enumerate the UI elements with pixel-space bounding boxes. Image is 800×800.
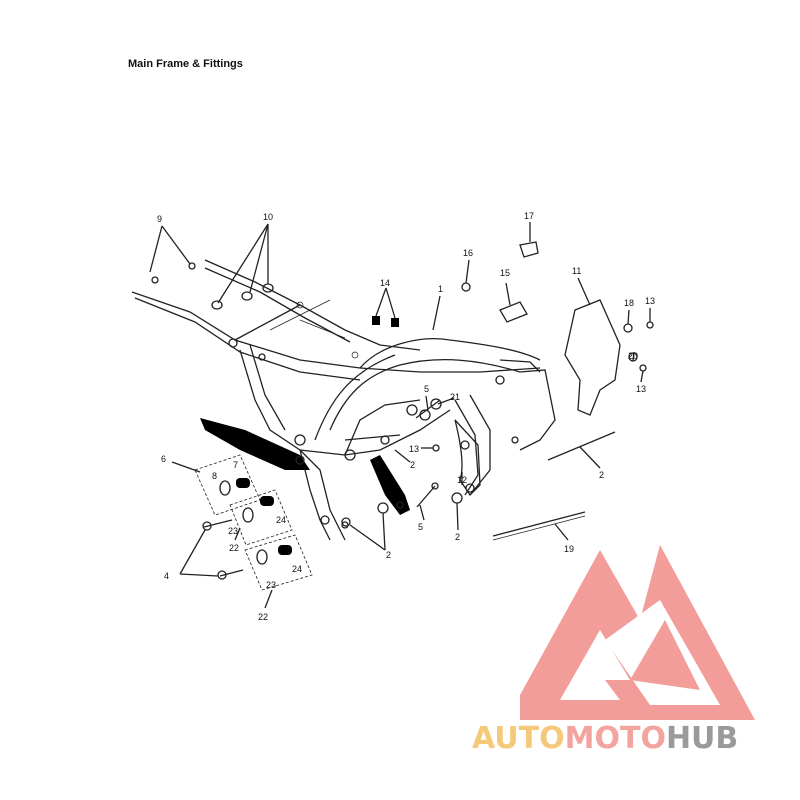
callout-11: 11 bbox=[572, 266, 581, 276]
watermark-text: AUTOMOTOHUB bbox=[472, 721, 738, 756]
callout-18: 18 bbox=[624, 298, 634, 308]
callout-labels: 1 2 2 2 2 2 4 5 5 6 7 8 9 10 11 12 13 13… bbox=[157, 211, 655, 622]
callout-20: 20 bbox=[628, 351, 638, 361]
callout-21: 21 bbox=[450, 392, 460, 402]
callout-8: 8 bbox=[212, 471, 217, 481]
callout-9: 9 bbox=[157, 214, 162, 224]
callout-13: 13 bbox=[645, 296, 655, 306]
callout-1: 1 bbox=[438, 284, 443, 294]
callout-12: 12 bbox=[457, 475, 467, 485]
callout-2: 2 bbox=[386, 550, 391, 560]
callout-2: 2 bbox=[410, 460, 415, 470]
callout-4: 4 bbox=[164, 571, 169, 581]
callout-13: 13 bbox=[636, 384, 646, 394]
callout-17: 17 bbox=[524, 211, 534, 221]
callout-7: 7 bbox=[233, 460, 238, 470]
callout-23: 23 bbox=[266, 580, 276, 590]
watermark-auto: AUTO bbox=[472, 721, 565, 756]
callout-5: 5 bbox=[418, 522, 423, 532]
callout-23: 23 bbox=[228, 526, 238, 536]
watermark-logo-icon bbox=[520, 545, 755, 720]
callout-10: 10 bbox=[263, 212, 273, 222]
callout-19: 19 bbox=[564, 544, 574, 554]
callout-2: 2 bbox=[375, 460, 380, 470]
svg-text:AUTOMOTOHUB: AUTOMOTOHUB bbox=[472, 721, 738, 756]
callout-2: 2 bbox=[455, 532, 460, 542]
watermark-hub: HUB bbox=[666, 721, 738, 756]
diagram-title: Main Frame & Fittings bbox=[128, 58, 243, 70]
callout-22: 22 bbox=[229, 543, 239, 553]
watermark-moto: MOTO bbox=[565, 721, 666, 756]
callout-15: 15 bbox=[500, 268, 510, 278]
callout-16: 16 bbox=[463, 248, 473, 258]
main-frame-drawing bbox=[131, 222, 654, 609]
callout-22: 22 bbox=[258, 612, 268, 622]
callout-14: 14 bbox=[380, 278, 390, 288]
callout-13: 13 bbox=[409, 444, 419, 454]
callout-6: 6 bbox=[161, 454, 166, 464]
callout-5: 5 bbox=[424, 384, 429, 394]
callout-24: 24 bbox=[292, 564, 302, 574]
callout-2: 2 bbox=[599, 470, 604, 480]
callout-24: 24 bbox=[276, 515, 286, 525]
